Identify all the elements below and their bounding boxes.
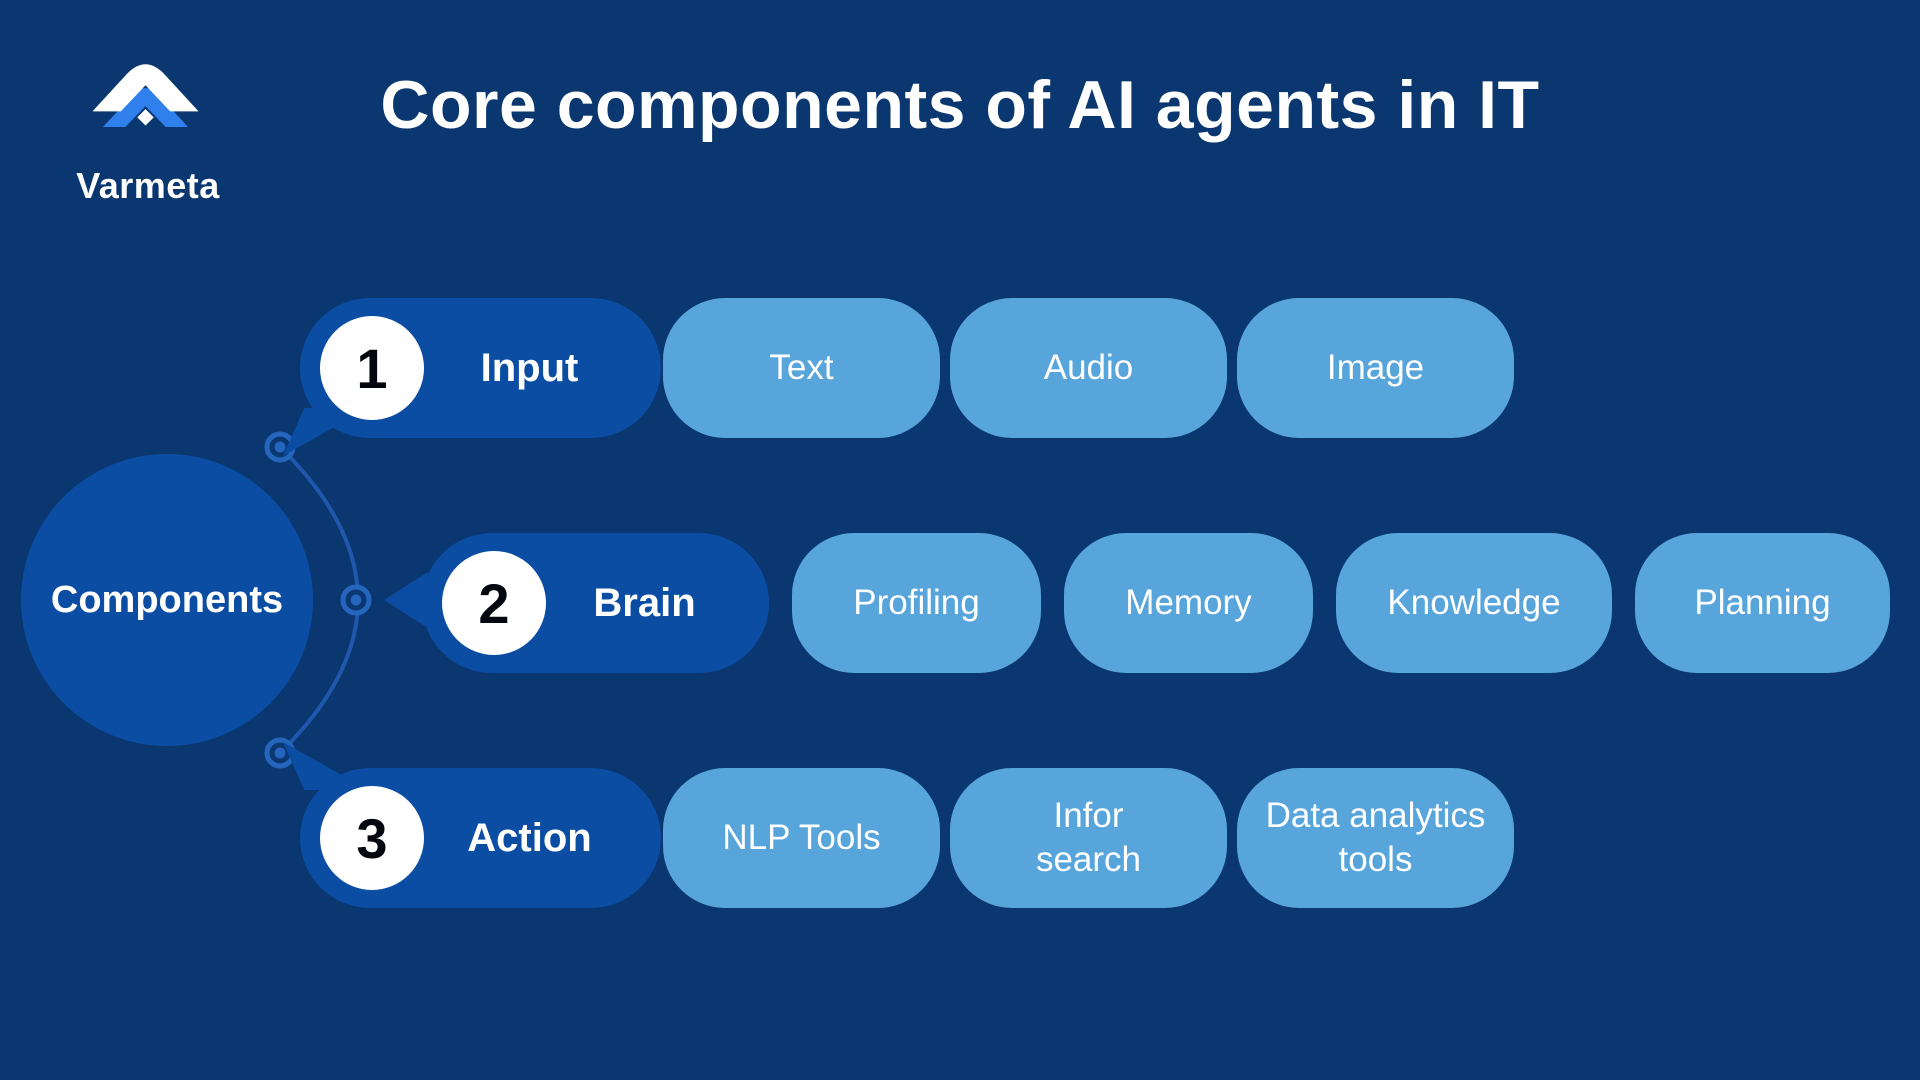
item-pill-image: Image — [1237, 298, 1514, 438]
branch-pill-input: 1 Input — [300, 298, 661, 438]
item-pill-knowledge: Knowledge — [1336, 533, 1612, 673]
logo-mountain-shape — [91, 64, 199, 112]
branch-pill-brain: 2 Brain — [422, 533, 769, 673]
branch-number: 3 — [320, 786, 424, 890]
branch-number: 1 — [320, 316, 424, 420]
item-pill-memory: Memory — [1064, 533, 1313, 673]
page-title: Core components of AI agents in IT — [380, 67, 1540, 143]
item-pill-data-analytics-tools: Data analytics tools — [1237, 768, 1514, 908]
item-pill-nlp-tools: NLP Tools — [663, 768, 940, 908]
varmeta-logo-icon — [91, 64, 199, 128]
branch-action-items: NLP Tools Infor search Data analytics to… — [663, 768, 1514, 908]
item-pill-audio: Audio — [950, 298, 1227, 438]
branch-pill-action: 3 Action — [300, 768, 661, 908]
item-pill-text: Text — [663, 298, 940, 438]
varmeta-logo: Varmeta — [60, 46, 236, 207]
logo-diamond-shape — [136, 109, 154, 126]
branch-label: Input — [480, 345, 579, 390]
components-circle-label: Components — [50, 578, 284, 621]
branch-number: 2 — [442, 551, 546, 655]
item-pill-planning: Planning — [1635, 533, 1890, 673]
item-pill-infor-search: Infor search — [950, 768, 1227, 908]
logo-chevron-shape — [102, 88, 188, 128]
branch-input-items: Text Audio Image — [663, 298, 1514, 438]
connector-node-middle — [340, 584, 372, 616]
components-circle: Components — [21, 454, 313, 746]
item-pill-profiling: Profiling — [792, 533, 1041, 673]
logo-brand-text: Varmeta — [76, 165, 220, 206]
branch-label: Action — [467, 815, 592, 860]
branch-brain-items: Profiling Memory Knowledge Planning — [792, 533, 1890, 673]
branch-label: Brain — [593, 580, 696, 625]
